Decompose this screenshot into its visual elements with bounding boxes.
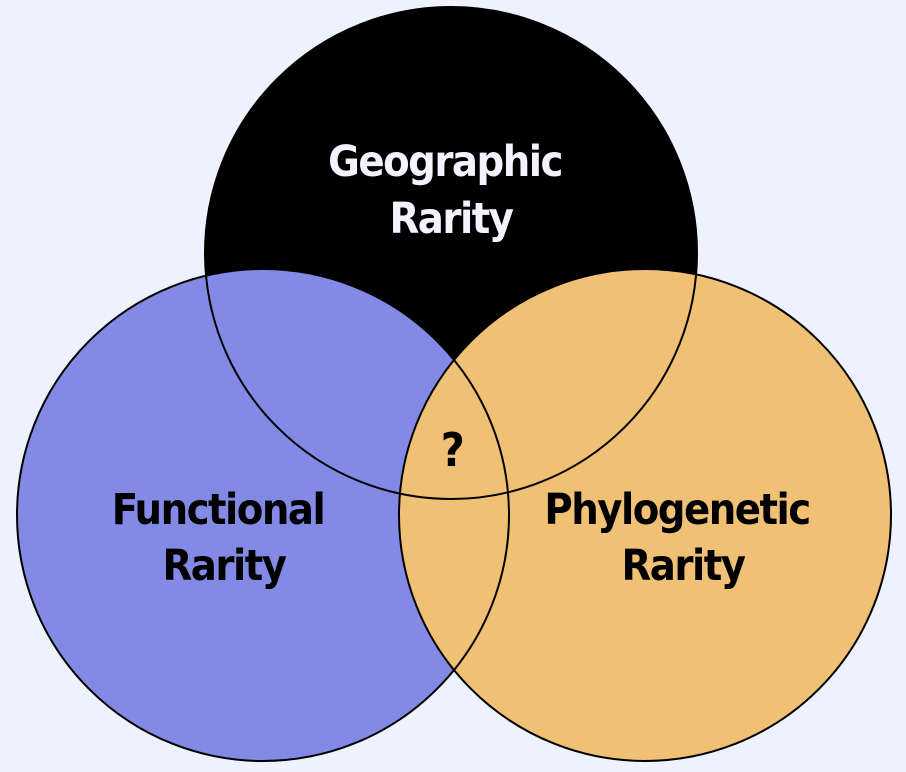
phylogenetic-rarity-circle [399, 269, 891, 761]
geographic-rarity-label: Geographic Rarity [328, 137, 574, 244]
geographic-rarity-label-line-2: Rarity [390, 194, 514, 244]
functional-rarity-outline [16, 268, 510, 762]
geographic-rarity-label-line-1: Geographic [328, 137, 562, 187]
functional-rarity-label-line-2: Rarity [163, 541, 287, 591]
functional-rarity-label: Functional Rarity [112, 485, 337, 591]
phylogenetic-rarity-label: Phylogenetic Rarity [544, 485, 821, 591]
geographic-rarity-outline [204, 6, 698, 500]
circle-outlines [16, 6, 892, 762]
center-question-mark: ? [441, 423, 464, 477]
phylogenetic-rarity-label-line-2: Rarity [622, 541, 746, 591]
functional-rarity-label-line-1: Functional [112, 485, 325, 535]
phylogenetic-rarity-label-line-1: Phylogenetic [544, 485, 809, 535]
functional-rarity-circle [17, 269, 509, 761]
phylogenetic-rarity-outline [398, 268, 892, 762]
